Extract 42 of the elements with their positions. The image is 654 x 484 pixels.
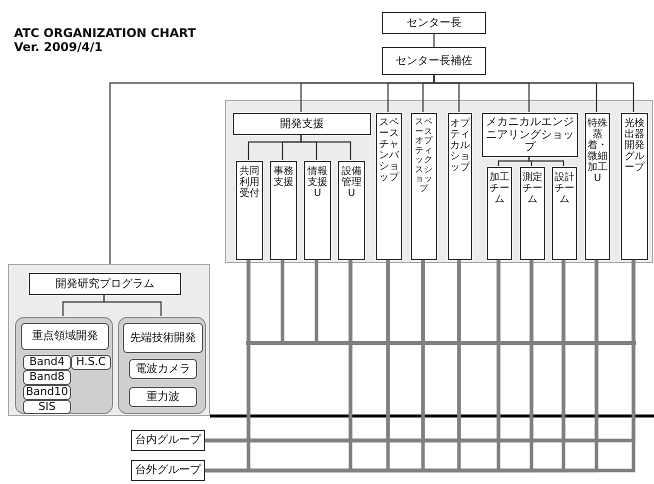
- unit-box: 重力波: [129, 387, 197, 407]
- unit-box: H.S.C: [71, 355, 111, 370]
- unit-box: 電波カメラ: [129, 359, 197, 379]
- unit-box: 加工チーム: [487, 167, 512, 260]
- connector-line: [433, 75, 634, 112]
- unit-box: 先端技術開発: [123, 323, 203, 353]
- connector-line: [314, 259, 318, 341]
- unit-box: 重点領域開発: [21, 323, 109, 350]
- group-panel: [118, 317, 206, 414]
- unit-box: オプティカルショップ: [448, 113, 472, 260]
- chart-title: ATC ORGANIZATION CHART: [14, 26, 196, 40]
- unit-box: 開発支援: [233, 113, 371, 135]
- unit-box: 特殊蒸着・微細加工U: [585, 113, 610, 260]
- unit-box: センター長: [382, 12, 486, 34]
- unit-box: スペースチャンバショップ: [376, 113, 402, 260]
- connector-line: [280, 259, 284, 341]
- unit-box: 設備管理U: [338, 161, 365, 260]
- unit-box: Band4: [23, 355, 71, 370]
- group-panel: [225, 100, 653, 263]
- unit-box: スペースオプティックスショップ: [411, 113, 437, 260]
- unit-box: 共同利用受付: [236, 161, 263, 260]
- unit-box: 情報支援U: [304, 161, 331, 260]
- connector-line: [103, 294, 162, 316]
- unit-box: 光検出器開発グループ: [621, 113, 648, 260]
- unit-box: Band10: [23, 385, 71, 400]
- unit-box: Band8: [23, 370, 71, 385]
- connector-line: [528, 156, 564, 166]
- unit-box: SIS: [23, 400, 71, 414]
- unit-box: 台外グループ: [131, 460, 205, 481]
- unit-box: メカニカルエンジニアリングショップ: [482, 113, 578, 157]
- unit-box: 台内グループ: [131, 430, 205, 451]
- unit-box: 事務支援: [270, 161, 297, 260]
- group-panel: [15, 317, 113, 414]
- connector-line: [433, 34, 435, 47]
- unit-box: センター長補佐: [382, 47, 486, 75]
- group-panel: [8, 264, 210, 416]
- bus-bar: [246, 341, 636, 345]
- unit-box: 開発研究プログラム: [29, 273, 181, 295]
- connector-line: [300, 134, 352, 160]
- version-note: Ver. 2009/4/1: [14, 40, 103, 54]
- unit-box: 測定チーム: [520, 167, 545, 260]
- unit-box: 設計チーム: [552, 167, 577, 260]
